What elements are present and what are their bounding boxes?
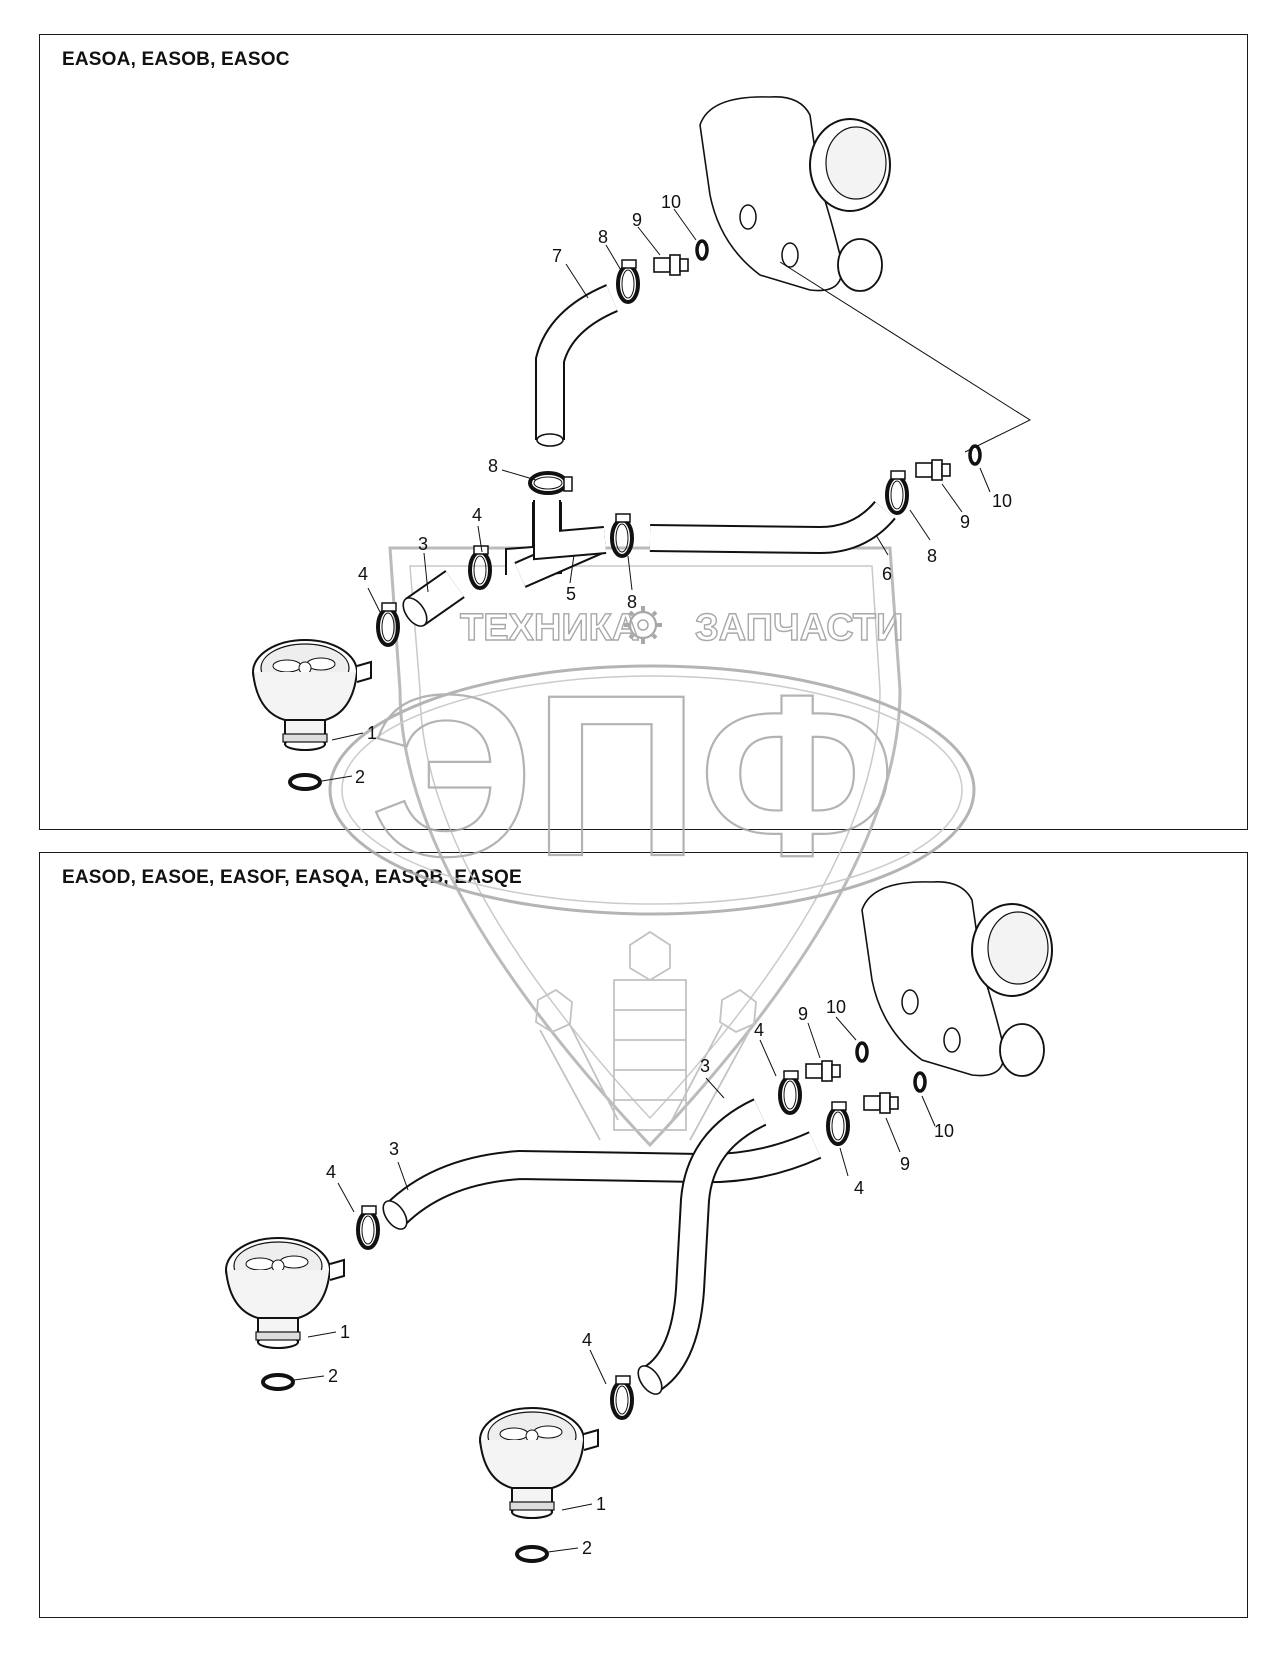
top-callout-6: 6 — [882, 564, 892, 584]
top-callout-8d: 8 — [927, 546, 937, 566]
top-breather — [252, 639, 372, 751]
top-callout-8b: 8 — [598, 227, 608, 247]
top-callout-4a: 4 — [358, 564, 368, 584]
bottom-callouts: 1 2 1 2 3 3 4 4 4 4 9 9 10 10 — [326, 997, 954, 1558]
gear-icon — [624, 606, 662, 644]
top-clamp-8b — [528, 471, 574, 495]
top-oring-10a — [695, 239, 709, 261]
top-callout-8c: 8 — [627, 592, 637, 612]
bottom-callout-9b: 9 — [900, 1154, 910, 1174]
top-clamp-4b — [468, 544, 492, 590]
bottom-callout-4b: 4 — [754, 1020, 764, 1040]
bottom-oring-10a — [855, 1041, 869, 1063]
top-callout-7: 7 — [552, 246, 562, 266]
bottom-callout-10a: 10 — [826, 997, 846, 1017]
top-panel-title: EASOA, EASOB, EASOC — [62, 49, 290, 70]
bottom-clamp-4b — [826, 1100, 850, 1146]
bottom-callout-9a: 9 — [798, 1004, 808, 1024]
top-callout-10b: 10 — [992, 491, 1012, 511]
top-callouts: 1 2 3 4 4 5 6 7 8 8 8 8 9 9 10 10 — [355, 192, 1012, 787]
bottom-callout-3b: 3 — [700, 1056, 710, 1076]
bottom-oring-10b — [913, 1071, 927, 1093]
bottom-callout-4d: 4 — [582, 1330, 592, 1350]
bottom-callout-1a: 1 — [340, 1322, 350, 1342]
top-clamp-8d — [885, 469, 909, 515]
bottom-callout-10b: 10 — [934, 1121, 954, 1141]
top-clamp-8a — [610, 512, 634, 558]
top-nipple-9a — [653, 254, 689, 276]
top-callout-5: 5 — [566, 584, 576, 604]
bottom-breather-left — [225, 1237, 345, 1349]
watermark-logo: ЭПФ — [370, 647, 895, 904]
bottom-callout-4a: 4 — [326, 1162, 336, 1182]
watermark: ТЕХНИКА ЗАПЧАСТИ ЭПФ — [328, 546, 976, 1148]
bottom-clamp-4c — [356, 1204, 380, 1250]
top-callout-10a: 10 — [661, 192, 681, 212]
top-callout-3: 3 — [418, 534, 428, 554]
top-oring-10b — [968, 444, 982, 466]
top-callout-9a: 9 — [632, 210, 642, 230]
top-callout-2: 2 — [355, 767, 365, 787]
top-callout-1: 1 — [367, 723, 377, 743]
top-callout-9b: 9 — [960, 512, 970, 532]
bottom-callout-3a: 3 — [389, 1139, 399, 1159]
top-oring-2 — [288, 773, 322, 791]
bottom-oring-2b — [515, 1545, 549, 1563]
bottom-callout-2a: 2 — [328, 1366, 338, 1386]
bottom-intake-housing — [861, 880, 1053, 1077]
bottom-diagram-panel: EASOD, EASOE, EASOF, EASQA, EASQB, EASQE — [39, 852, 1248, 1618]
top-assembly — [252, 95, 1032, 791]
bottom-breather-right — [479, 1407, 599, 1519]
bottom-callout-2b: 2 — [582, 1538, 592, 1558]
bottom-clamp-4a — [778, 1069, 802, 1115]
top-nipple-9b — [915, 459, 951, 481]
bottom-nipple-9b — [863, 1092, 899, 1114]
bottom-panel-title: EASOD, EASOE, EASOF, EASQA, EASQB, EASQE — [62, 867, 522, 888]
bottom-assembly — [225, 880, 1053, 1563]
bottom-oring-2a — [261, 1373, 295, 1391]
bottom-clamp-4d — [610, 1374, 634, 1420]
top-diagram-panel: EASOA, EASOB, EASOC — [39, 34, 1248, 830]
watermark-text-right: ЗАПЧАСТИ — [695, 607, 903, 649]
bottom-callout-1b: 1 — [596, 1494, 606, 1514]
top-intake-housing — [699, 95, 891, 293]
top-callout-8a: 8 — [488, 456, 498, 476]
bottom-callout-4c: 4 — [854, 1178, 864, 1198]
top-clamp-8c — [616, 258, 640, 304]
wheat-icon — [535, 930, 757, 1141]
top-callout-4b: 4 — [472, 505, 482, 525]
watermark-text-left: ТЕХНИКА — [460, 607, 639, 649]
bottom-nipple-9a — [805, 1060, 841, 1082]
